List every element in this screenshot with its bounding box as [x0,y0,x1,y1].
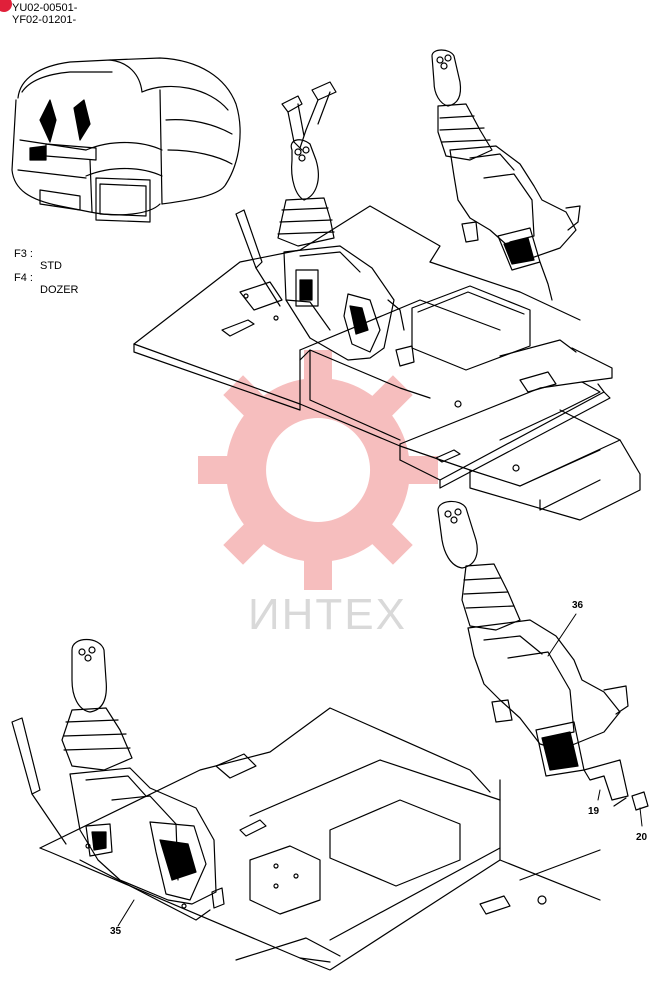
upper-left-control-stand [235,139,415,367]
callout-leader-lines [117,613,643,927]
callout-part-19: 19 [588,806,600,817]
travel-pedals [281,81,337,151]
lower-right-exploded-stand [437,500,649,811]
lower-left-control-stand [11,638,225,921]
upper-floor-plate [133,205,641,521]
legend-f4-code: F4 : [14,272,33,284]
legend-f4-value: DOZER [40,284,79,296]
lower-base-plate [39,707,601,971]
legend-f3-code: F3 : [14,248,33,260]
cab-overview-sketch [11,57,241,223]
upper-right-control-stand [431,49,581,301]
callout-part-36: 36 [572,600,584,611]
serial-range-1: YU02-00501- [12,2,78,14]
callout-part-35: 35 [110,926,122,937]
upper-floor-mat [299,339,613,489]
serial-range-2: YF02-01201- [12,14,77,26]
legend-f3-value: STD [40,260,62,272]
watermark-text: ИНТЕХ [248,590,407,639]
callout-part-20: 20 [636,832,648,843]
page-corner-mark [0,0,12,12]
